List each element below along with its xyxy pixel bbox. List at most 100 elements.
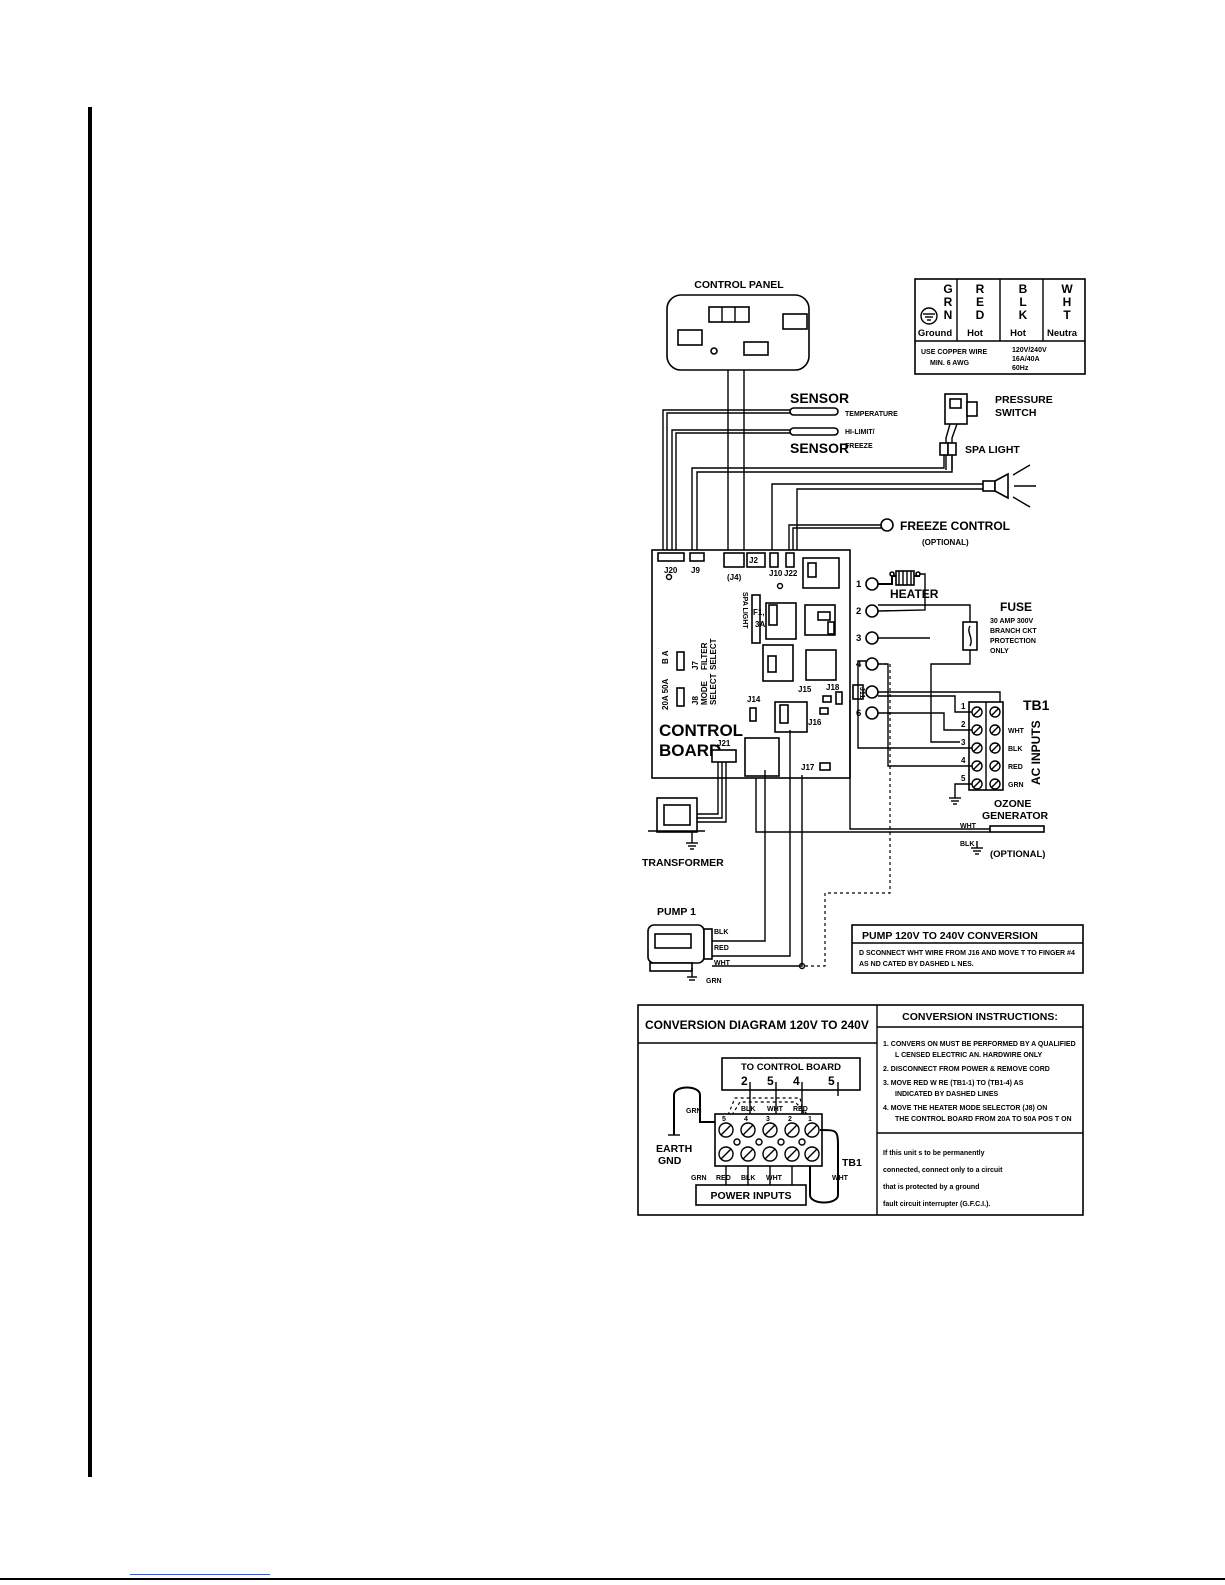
temperature-sensor: [789, 407, 839, 416]
svg-text:CONVERSION DIAGRAM 120V TO 240: CONVERSION DIAGRAM 120V TO 240V: [645, 1018, 869, 1032]
power-inputs-box: [695, 1184, 807, 1206]
svg-text:WHT: WHT: [767, 1106, 784, 1113]
freeze-control-sensor: [880, 518, 894, 532]
svg-text:J18: J18: [826, 683, 840, 692]
svg-text:D: D: [976, 308, 985, 322]
svg-text:3: 3: [856, 633, 861, 644]
svg-text:EARTH: EARTH: [656, 1143, 692, 1155]
ozone-generator-body: [989, 825, 1045, 833]
connector-j9: [689, 552, 705, 562]
svg-text:WHT: WHT: [832, 1175, 849, 1182]
footer-rule: [0, 1578, 1225, 1580]
svg-text:4. MOVE THE HEATER MODE SELECT: 4. MOVE THE HEATER MODE SELECTOR (J8) ON: [883, 1105, 1047, 1112]
svg-text:BLK: BLK: [960, 841, 974, 848]
footer-link-underline: [130, 1574, 270, 1575]
svg-text:J22: J22: [784, 569, 798, 578]
svg-text:TEMPERATURE: TEMPERATURE: [845, 411, 898, 418]
svg-text:SELECT: SELECT: [709, 673, 718, 705]
svg-text:HI-LIMIT/: HI-LIMIT/: [845, 429, 875, 436]
svg-text:R: R: [944, 295, 953, 309]
svg-text:SPA LIGHT: SPA LIGHT: [965, 444, 1020, 456]
svg-text:2. DISCONNECT FROM POWER & REM: 2. DISCONNECT FROM POWER & REMOVE CORD: [883, 1066, 1050, 1073]
wire-color-legend: G R N R E D B L K W H T Ground Hot Hot N…: [914, 278, 1086, 375]
svg-text:TB1: TB1: [842, 1157, 862, 1169]
svg-text:PRESSURE: PRESSURE: [995, 394, 1053, 406]
svg-text:E: E: [976, 295, 984, 309]
hi-limit-sensor: [789, 427, 839, 436]
svg-text:GRN: GRN: [706, 978, 722, 985]
earth-wire: [673, 1086, 715, 1135]
transformer: TRANSFORMER: [642, 762, 727, 869]
tb1-loop-wire: [809, 1129, 839, 1204]
spa-light-lamp: [994, 472, 1009, 500]
control-panel-housing: [666, 294, 810, 371]
ground-icon: [920, 307, 938, 325]
svg-text:4: 4: [856, 659, 862, 670]
svg-text:CONVERSION INSTRUCTIONS:: CONVERSION INSTRUCTIONS:: [902, 1011, 1058, 1023]
svg-text:Hot: Hot: [967, 328, 984, 339]
svg-text:3. MOVE RED W RE (TB1-1) TO (T: 3. MOVE RED W RE (TB1-1) TO (TB1-4) AS: [883, 1080, 1024, 1087]
svg-text:BLK: BLK: [741, 1106, 755, 1113]
svg-text:2: 2: [788, 1116, 792, 1123]
board-terminals: 1 2 3 4 6: [852, 577, 879, 720]
svg-text:J16: J16: [808, 718, 822, 727]
connector-j11-label: J11: [858, 687, 865, 698]
svg-text:2: 2: [856, 606, 861, 617]
conversion-screws: [718, 1122, 820, 1162]
svg-text:N: N: [944, 308, 953, 322]
connector-j18: [822, 695, 832, 703]
svg-text:D SCONNECT WHT WIRE FROM J16 A: D SCONNECT WHT WIRE FROM J16 AND MOVE T …: [859, 950, 1075, 957]
svg-text:RED: RED: [1008, 764, 1023, 771]
svg-text:TRANSFORMER: TRANSFORMER: [642, 857, 724, 869]
svg-text:B: B: [1019, 282, 1028, 296]
svg-text:J21: J21: [717, 739, 731, 748]
svg-text:5: 5: [722, 1116, 726, 1123]
svg-text:OZONE: OZONE: [994, 798, 1031, 810]
svg-text:TO CONTROL BOARD: TO CONTROL BOARD: [741, 1062, 841, 1073]
svg-text:4: 4: [793, 1074, 800, 1088]
svg-text:4: 4: [961, 756, 966, 765]
svg-text:INDICATED BY DASHED LINES: INDICATED BY DASHED LINES: [895, 1091, 999, 1098]
control-panel: CONTROL PANEL: [666, 279, 810, 550]
svg-text:WHT: WHT: [960, 823, 977, 830]
svg-text:SELECT: SELECT: [709, 638, 718, 670]
svg-text:30 AMP 300V: 30 AMP 300V: [990, 618, 1034, 625]
svg-text:1. CONVERS ON MUST BE PERFORME: 1. CONVERS ON MUST BE PERFORMED BY A QUA…: [883, 1041, 1076, 1048]
svg-text:ONLY: ONLY: [990, 648, 1009, 655]
svg-text:J17: J17: [801, 763, 815, 772]
connector-j14: [749, 707, 757, 722]
control-board: J20 J9 (J4) J2 J10 J22 SPA LIGHT F1, 3A: [651, 549, 879, 779]
svg-text:60Hz: 60Hz: [1012, 365, 1029, 372]
svg-text:J14: J14: [747, 695, 761, 704]
svg-text:HEATER: HEATER: [890, 587, 939, 601]
svg-text:3: 3: [961, 738, 966, 747]
svg-text:FUSE: FUSE: [1000, 600, 1032, 614]
svg-text:J8: J8: [691, 696, 700, 705]
svg-text:GRN: GRN: [686, 1108, 702, 1115]
svg-text:120V/240V: 120V/240V: [1012, 347, 1047, 354]
pump-conversion-note: PUMP 120V TO 240V CONVERSION D SCONNECT …: [851, 924, 1084, 974]
sensors: SENSOR TEMPERATURE HI-LIMIT/ SENSOR FREE…: [662, 390, 898, 550]
connector-j16: [819, 707, 829, 715]
svg-text:GENERATOR: GENERATOR: [982, 810, 1049, 822]
pressure-switch: PRESSURE SWITCH: [691, 393, 1053, 550]
tb1-ac-inputs: TB1 AC INPUTS 1 2 WHT 3 BLK 4: [857, 660, 1050, 805]
svg-text:G: G: [943, 282, 952, 296]
svg-text:TB1: TB1: [1023, 697, 1050, 713]
svg-text:J2: J2: [749, 556, 758, 565]
panel-button-bottom: [743, 341, 769, 356]
svg-text:PUMP 1: PUMP 1: [657, 906, 696, 918]
panel-button-left: [677, 329, 703, 346]
connector-j10: [769, 552, 779, 568]
svg-text:(OPTIONAL): (OPTIONAL): [922, 538, 969, 547]
svg-text:RED: RED: [793, 1106, 808, 1113]
svg-text:5: 5: [828, 1074, 835, 1088]
relay-7: [744, 737, 780, 777]
svg-text:Ground: Ground: [918, 328, 952, 339]
svg-text:L CENSED ELECTRIC AN. HARDWIRE: L CENSED ELECTRIC AN. HARDWIRE ONLY: [895, 1052, 1042, 1059]
svg-text:W: W: [1061, 282, 1073, 296]
svg-text:R: R: [976, 282, 985, 296]
svg-text:K: K: [1019, 308, 1028, 322]
